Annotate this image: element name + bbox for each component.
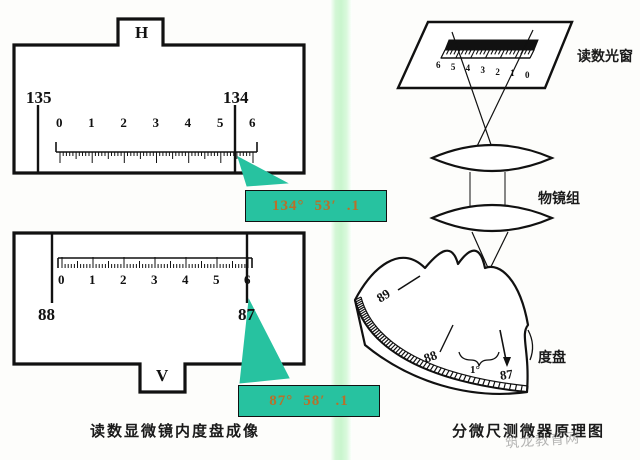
upper-scale-num-5: 5 xyxy=(216,115,224,130)
lower-callout-tenths: .1 xyxy=(335,392,349,409)
panel-divider xyxy=(330,0,352,460)
dial-mark-87: 87 xyxy=(498,366,514,383)
window-scale-num-4: 4 xyxy=(465,63,471,74)
window-scale-num-5: 5 xyxy=(450,61,456,72)
dial-span-label: 1° xyxy=(470,364,480,376)
upper-scale-num-2: 2 xyxy=(120,115,127,130)
upper-scale-num-6: 6 xyxy=(249,115,256,130)
objective-group-label: 物镜组 xyxy=(538,191,580,207)
lower-scale-num-4: 4 xyxy=(182,272,189,287)
lower-scale-num-1: 1 xyxy=(89,272,96,287)
lower-scale-num-3: 3 xyxy=(151,272,158,287)
upper-scale-num-0: 0 xyxy=(56,115,63,130)
lower-degree-label-right: 87 xyxy=(238,305,255,324)
window-scale-num-3: 3 xyxy=(480,65,486,75)
window-scale-num-2: 2 xyxy=(495,66,500,77)
upper-scale-num-3: 3 xyxy=(152,115,160,130)
upper-callout-minutes: 53′ xyxy=(314,197,337,214)
lower-scale-num-0: 0 xyxy=(58,272,65,287)
lower-callout-minutes: 58′ xyxy=(303,392,326,409)
upper-scale-num-1: 1 xyxy=(88,115,95,130)
lower-scale-num-2: 2 xyxy=(120,272,127,287)
lower-scale-num-5: 5 xyxy=(213,272,220,287)
window-scale-num-6: 6 xyxy=(436,60,441,70)
upper-degree-label-right: 134 xyxy=(223,88,249,107)
window-scale-num-0: 0 xyxy=(525,70,530,80)
lower-callout-degrees: 87° xyxy=(269,392,294,409)
upper-callout-tenths: .1 xyxy=(346,197,360,214)
left-figure-caption: 读数显微镜内度盘成像 xyxy=(90,422,261,440)
upper-scale-num-4: 4 xyxy=(184,115,192,130)
upper-callout-degrees: 134° xyxy=(272,197,305,214)
upper-window-letter: H xyxy=(135,23,149,42)
degree-dial-label: 度盘 xyxy=(538,350,566,366)
upper-degree-label-left: 135 xyxy=(26,88,52,107)
reading-window-label: 读数光窗 xyxy=(577,49,633,65)
lower-degree-label-left: 88 xyxy=(38,305,55,324)
lower-scale-num-6: 6 xyxy=(244,272,251,287)
lower-window-letter: V xyxy=(156,366,169,385)
window-scale-num-1: 1 xyxy=(510,68,515,79)
lower-reading-callout: 87° 58′ .1 xyxy=(238,385,380,417)
upper-reading-callout: 134° 53′ .1 xyxy=(245,190,387,222)
right-figure-caption: 分微尺测微器原理图 xyxy=(452,422,606,440)
